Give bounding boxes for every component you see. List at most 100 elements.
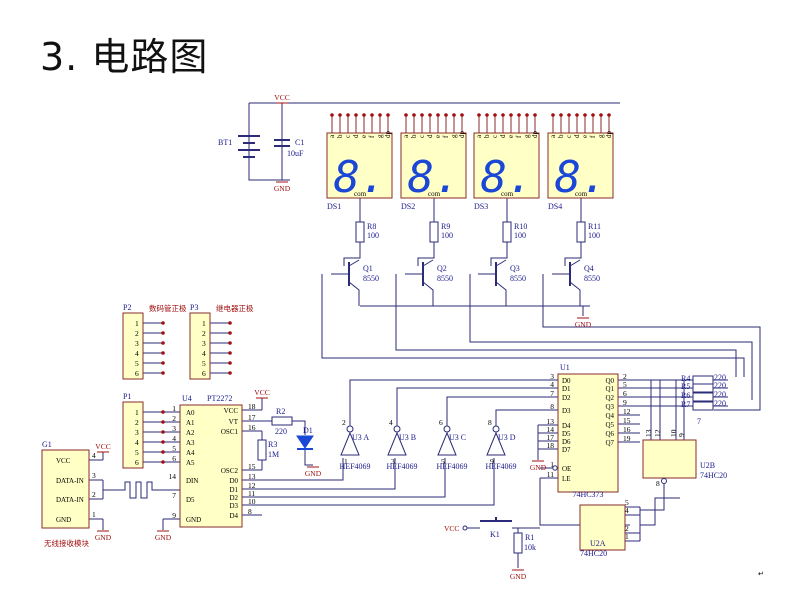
latch-pin-number: 6 xyxy=(623,389,627,398)
inverter-bubble xyxy=(492,425,500,433)
header-pin-number: 6 xyxy=(135,458,139,467)
page-heading: 3. 电路图 xyxy=(40,35,209,79)
wire xyxy=(103,481,180,499)
header-ref: P2 xyxy=(123,303,131,312)
segment-pin-label: g xyxy=(523,134,531,138)
transistor-ref: Q2 xyxy=(437,264,447,273)
r2-resistor xyxy=(271,416,293,426)
decoder-pin-label: A4 xyxy=(186,449,195,457)
inverter-bubble xyxy=(346,425,354,433)
latch-pin-label: D1 xyxy=(562,385,571,393)
gate-b-bubble xyxy=(661,478,667,484)
latch-pin-number: 5 xyxy=(623,380,627,389)
wire xyxy=(262,458,446,498)
receiver-pin-number: 1 xyxy=(92,510,96,519)
decoder-gnd-label: GND xyxy=(155,533,172,542)
transistor-part: 8550 xyxy=(510,274,526,283)
pin-header xyxy=(189,312,211,380)
inverter-ref: U3 B xyxy=(399,433,416,442)
latch-pin-number: 18 xyxy=(547,441,555,450)
switch-ref: K1 xyxy=(490,530,500,539)
header-pin-number: 4 xyxy=(135,438,139,447)
pin-dot xyxy=(354,113,358,117)
pin-dot xyxy=(161,321,165,325)
pin-dot xyxy=(420,113,424,117)
gate-b-ref: U2B xyxy=(700,461,715,470)
r2-value: 220 xyxy=(275,427,287,436)
pin-header xyxy=(122,401,144,469)
pin-dot xyxy=(228,321,232,325)
inverter-part: HEF4069 xyxy=(339,462,370,471)
pin-dot xyxy=(567,113,571,117)
decoder-pin-number: 10 xyxy=(248,497,256,506)
receiver-pin-number: 2 xyxy=(92,490,96,499)
decoder-pin-number: 12 xyxy=(248,481,256,490)
segment-pin-label: b xyxy=(557,134,565,138)
segment-pin-label: g xyxy=(597,134,605,138)
r3-ref: R3 xyxy=(268,440,277,449)
wire xyxy=(422,281,434,306)
pin-dot xyxy=(228,361,232,365)
wire xyxy=(417,242,435,266)
decoder-pin-number: 11 xyxy=(248,489,255,498)
latch-pin-number: 11 xyxy=(547,470,554,479)
latch-pin-number: 17 xyxy=(547,433,555,442)
segment-pin-label: b xyxy=(483,134,491,138)
led-ref: D1 xyxy=(303,426,313,435)
latch-pin-label: D0 xyxy=(562,377,571,385)
nand-gate-a xyxy=(579,504,626,551)
latch-pin-label: D7 xyxy=(562,446,571,454)
pin-dot xyxy=(161,450,165,454)
decoder-pin-label: OSC2 xyxy=(221,467,239,475)
pin-dot xyxy=(436,113,440,117)
decoder-pin-number: 4 xyxy=(172,434,176,443)
segment-pin-label: e xyxy=(434,135,442,138)
led-gnd-label: GND xyxy=(305,469,322,478)
switch-gnd-label: GND xyxy=(510,572,527,581)
segment-pin-label: e xyxy=(360,135,368,138)
segment-pin-label: dp xyxy=(531,131,539,139)
latch-pin-label: D3 xyxy=(562,407,571,415)
display-com-label: com xyxy=(354,190,367,198)
pin-dot xyxy=(404,113,408,117)
pin-dot xyxy=(386,113,390,117)
header-pin-number: 1 xyxy=(202,319,206,328)
decoder-pin-label: VCC xyxy=(224,407,239,415)
decoder-pin-label: GND xyxy=(186,516,201,524)
digit-glyph: 8. xyxy=(555,152,608,203)
nand-gate-b xyxy=(642,439,697,479)
decoder-pin-number: 15 xyxy=(248,462,256,471)
wire xyxy=(321,274,745,377)
gate-a-pin-number: 4 xyxy=(625,506,629,515)
header-pin-number: 4 xyxy=(135,349,139,358)
latch-pin-number: 2 xyxy=(623,372,627,381)
decoder-pin-label: A1 xyxy=(186,419,195,427)
latch-pin-number: 4 xyxy=(550,380,554,389)
inverter-gate xyxy=(340,431,360,456)
r1-value: 10k xyxy=(524,543,536,552)
wire xyxy=(262,458,344,481)
pin-dot xyxy=(509,113,513,117)
pin-dot xyxy=(161,420,165,424)
header-pin-number: 2 xyxy=(202,329,206,338)
latch-ref: U1 xyxy=(560,363,570,372)
segment-resistor-value: 220 xyxy=(714,373,726,382)
latch-pin-label: D5 xyxy=(562,430,571,438)
segment-resistor xyxy=(692,375,714,385)
pin-dot xyxy=(161,331,165,335)
gate-b-pin-number: 8 xyxy=(656,479,660,488)
header-pin-number: 2 xyxy=(135,418,139,427)
wire xyxy=(495,281,507,306)
latch-pin-number: 7 xyxy=(550,389,554,398)
resistor-ref: R8 xyxy=(367,222,376,231)
segment-pin-label: c xyxy=(565,135,573,138)
header-ref: P1 xyxy=(123,392,131,401)
transistor-part: 8550 xyxy=(584,274,600,283)
gate-b-pin-number: 13 xyxy=(644,429,653,437)
segment-pin-label: f xyxy=(515,135,523,138)
r1-ref: R1 xyxy=(525,533,534,542)
inverter-gate xyxy=(387,431,407,456)
inverter-part: HEF4069 xyxy=(485,462,516,471)
pin-dot xyxy=(378,113,382,117)
pin-dot xyxy=(599,113,603,117)
